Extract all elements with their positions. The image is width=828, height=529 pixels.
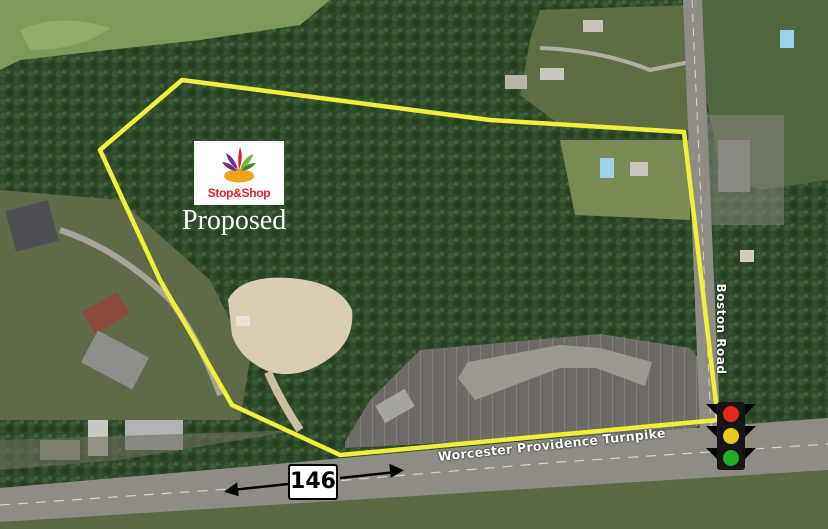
building-warehouse xyxy=(80,330,150,390)
plaza-outbuilding xyxy=(375,388,415,424)
pool-2 xyxy=(780,30,794,48)
boston-road-label: Boston Road xyxy=(714,283,728,375)
south-roadside xyxy=(0,470,828,529)
logo-text: Stop&Shop xyxy=(207,186,271,200)
local-road xyxy=(539,46,691,73)
proposed-label: Proposed xyxy=(182,205,287,236)
boston-road-surface xyxy=(683,0,760,529)
sand-pit xyxy=(228,277,353,375)
golf-green xyxy=(20,20,110,50)
north-roadside xyxy=(0,430,300,470)
house xyxy=(540,68,564,80)
stop-and-shop-logo: Stop&Shop xyxy=(194,141,284,205)
parking-east xyxy=(704,115,784,225)
site-boundary xyxy=(97,77,721,458)
traffic-light-icon xyxy=(706,402,756,470)
field-clearing xyxy=(560,140,690,220)
house xyxy=(630,162,648,176)
residential-clearing xyxy=(520,5,690,130)
turnpike-surface xyxy=(0,418,828,522)
route-146-shield: 146 xyxy=(288,464,338,500)
shed xyxy=(236,316,250,326)
house xyxy=(583,20,603,32)
flower-logo-icon xyxy=(222,147,256,183)
building-red-roof xyxy=(82,291,130,335)
west-clearing xyxy=(0,190,250,420)
shopping-plaza-building xyxy=(458,345,652,400)
turnpike-centerline xyxy=(0,443,828,506)
golf-course xyxy=(0,0,330,70)
house xyxy=(505,75,527,89)
route-direction-arrows xyxy=(224,463,404,497)
dirt-road xyxy=(264,370,304,433)
building-west xyxy=(5,200,59,252)
pool xyxy=(600,158,614,178)
boston-road-centerline xyxy=(691,0,750,529)
house xyxy=(740,250,754,262)
